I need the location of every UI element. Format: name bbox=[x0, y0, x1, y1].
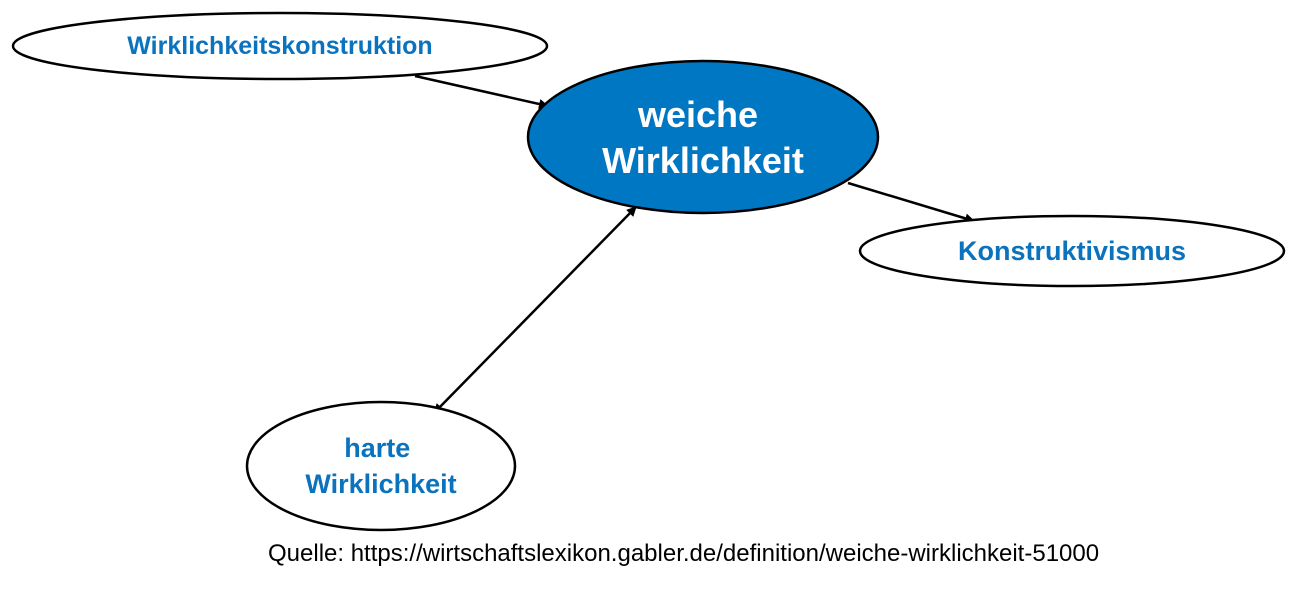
edges-layer bbox=[414, 74, 975, 414]
node-konstruktivismus-label-line-1: Konstruktivismus bbox=[958, 236, 1186, 266]
node-wirklichkeitskonstruktion-label: Wirklichkeitskonstruktion bbox=[127, 32, 432, 60]
edge-weiche-to-konstruktivismus bbox=[847, 181, 975, 224]
node-wirklichkeitskonstruktion-shape bbox=[11, 11, 549, 81]
node-weiche-wirklichkeit[interactable]: weiche Wirklichkeit bbox=[526, 59, 880, 215]
node-konstruktivismus[interactable]: Konstruktivismus bbox=[858, 214, 1286, 288]
node-konstruktivismus-label: Konstruktivismus bbox=[958, 236, 1186, 266]
source-caption: Quelle: https://wirtschaftslexikon.gable… bbox=[268, 540, 1100, 567]
node-weiche-wirklichkeit-shape bbox=[526, 59, 880, 215]
node-weiche-wirklichkeit-label-line-2: Wirklichkeit bbox=[602, 140, 804, 181]
nodes-layer: Wirklichkeitskonstruktion weiche Wirklic… bbox=[11, 11, 1286, 532]
node-harte-wirklichkeit-label-line-1: harte bbox=[344, 433, 410, 463]
node-weiche-wirklichkeit-label-line-1: weiche bbox=[637, 94, 758, 135]
node-harte-wirklichkeit-label: harte Wirklichkeit bbox=[305, 433, 456, 499]
edge-wirklichkeitskonstruktion-to-weiche bbox=[414, 74, 549, 109]
node-harte-wirklichkeit-label-line-2: Wirklichkeit bbox=[305, 469, 456, 499]
node-wirklichkeitskonstruktion[interactable]: Wirklichkeitskonstruktion bbox=[11, 11, 549, 81]
node-konstruktivismus-shape bbox=[858, 214, 1286, 288]
edge-weiche-harte-bidirectional bbox=[433, 206, 637, 414]
node-wirklichkeitskonstruktion-label-line-1: Wirklichkeitskonstruktion bbox=[127, 32, 432, 60]
node-harte-wirklichkeit[interactable]: harte Wirklichkeit bbox=[245, 400, 517, 532]
node-harte-wirklichkeit-shape bbox=[245, 400, 517, 532]
node-weiche-wirklichkeit-label: weiche Wirklichkeit bbox=[602, 94, 804, 181]
